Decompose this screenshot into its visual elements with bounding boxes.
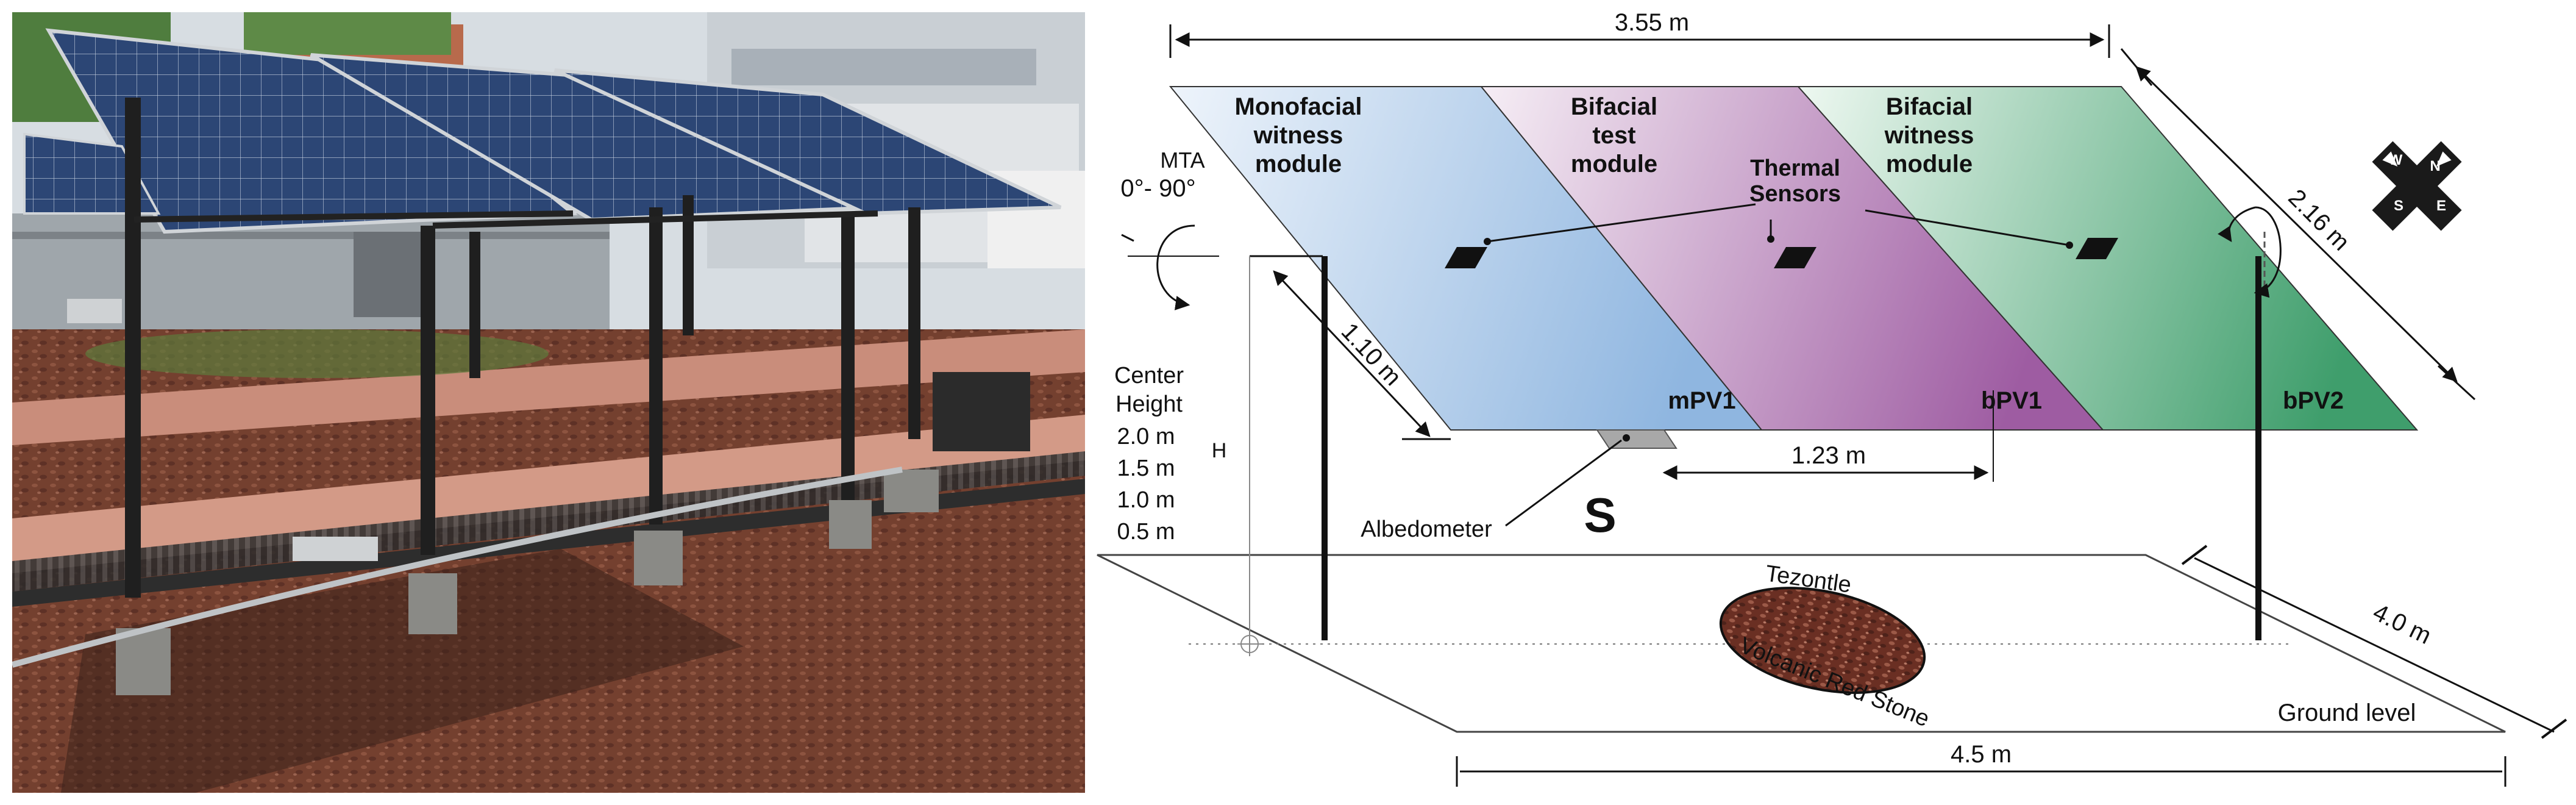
bpv2-title-1: Bifacial: [1886, 93, 1973, 120]
ground-level-label: Ground level: [2278, 699, 2416, 726]
h-label: H: [1212, 439, 1227, 462]
bpv2-tag: bPV2: [2283, 387, 2344, 414]
sensor-3-icon: [2076, 238, 2118, 259]
ground-plane: [1097, 554, 2506, 733]
sensor-1-icon: [1445, 247, 1487, 268]
albedometer-leader: [1505, 439, 1622, 527]
bpv1-tag: bPV1: [1981, 387, 2042, 414]
thermal-line1: Thermal: [1750, 156, 1840, 181]
compass-icon: [2372, 141, 2462, 231]
bpv2-title-3: module: [1886, 151, 1973, 177]
dim-depth-label: 4.0 m: [2369, 599, 2435, 649]
sensor-leader-3: [1865, 209, 2070, 246]
bpv2-rotation-icon: [2254, 206, 2282, 298]
mpv1-title-2: witness: [1253, 122, 1343, 149]
dim-line-diagonal: [2135, 66, 2458, 382]
thermal-sensors-group: [1445, 203, 2118, 268]
center-height-line1: Center: [1114, 363, 1184, 388]
mta-line1: MTA: [1160, 148, 1204, 173]
center-height-value-3: 1.0 m: [1117, 487, 1175, 513]
bpv1-title-1: Bifacial: [1571, 93, 1657, 120]
post-right: [2255, 256, 2261, 640]
dim-top-label: 3.55 m: [1615, 9, 1689, 36]
compass-e: E: [2436, 198, 2446, 214]
mta-line2: 0°- 90°: [1120, 175, 1195, 202]
center-height-value-4: 0.5 m: [1117, 519, 1175, 545]
mpv1-title-3: module: [1255, 151, 1342, 177]
dim-spacing-label: 1.23 m: [1791, 442, 1866, 469]
sensor-leader-1: [1487, 203, 1756, 243]
center-height-value-1: 2.0 m: [1117, 424, 1175, 449]
compass-w: W: [2389, 152, 2403, 168]
dim-line-depth: [2194, 557, 2555, 733]
south-label: S: [1584, 488, 1616, 542]
mta-rotation-icon: [1156, 224, 1195, 310]
compass-n: N: [2430, 158, 2440, 174]
center-height-value-2: 1.5 m: [1117, 456, 1175, 481]
sensor-2-icon: [1774, 247, 1816, 268]
albedometer-dot: [1623, 434, 1630, 442]
thermal-line2: Sensors: [1749, 181, 1841, 207]
mpv1-tag: mPV1: [1668, 387, 1735, 414]
mpv1-title-1: Monofacial: [1235, 93, 1362, 120]
dim-line-slant: [1273, 270, 1431, 437]
dim-width-label: 4.5 m: [1951, 741, 2012, 768]
center-height-line2: Height: [1115, 392, 1183, 417]
installation-photo: [12, 12, 1085, 793]
tezontle-ellipse: [1719, 587, 1926, 694]
albedometer-label: Albedometer: [1361, 517, 1492, 542]
albedometer-plate: [1596, 429, 1678, 449]
photo-panel: [12, 12, 1085, 793]
bpv2-title-2: witness: [1884, 122, 1974, 149]
compass-s: S: [2394, 198, 2403, 214]
post-left: [1322, 256, 1328, 640]
bpv1-title-3: module: [1571, 151, 1657, 177]
bpv1-title-2: test: [1592, 122, 1635, 149]
